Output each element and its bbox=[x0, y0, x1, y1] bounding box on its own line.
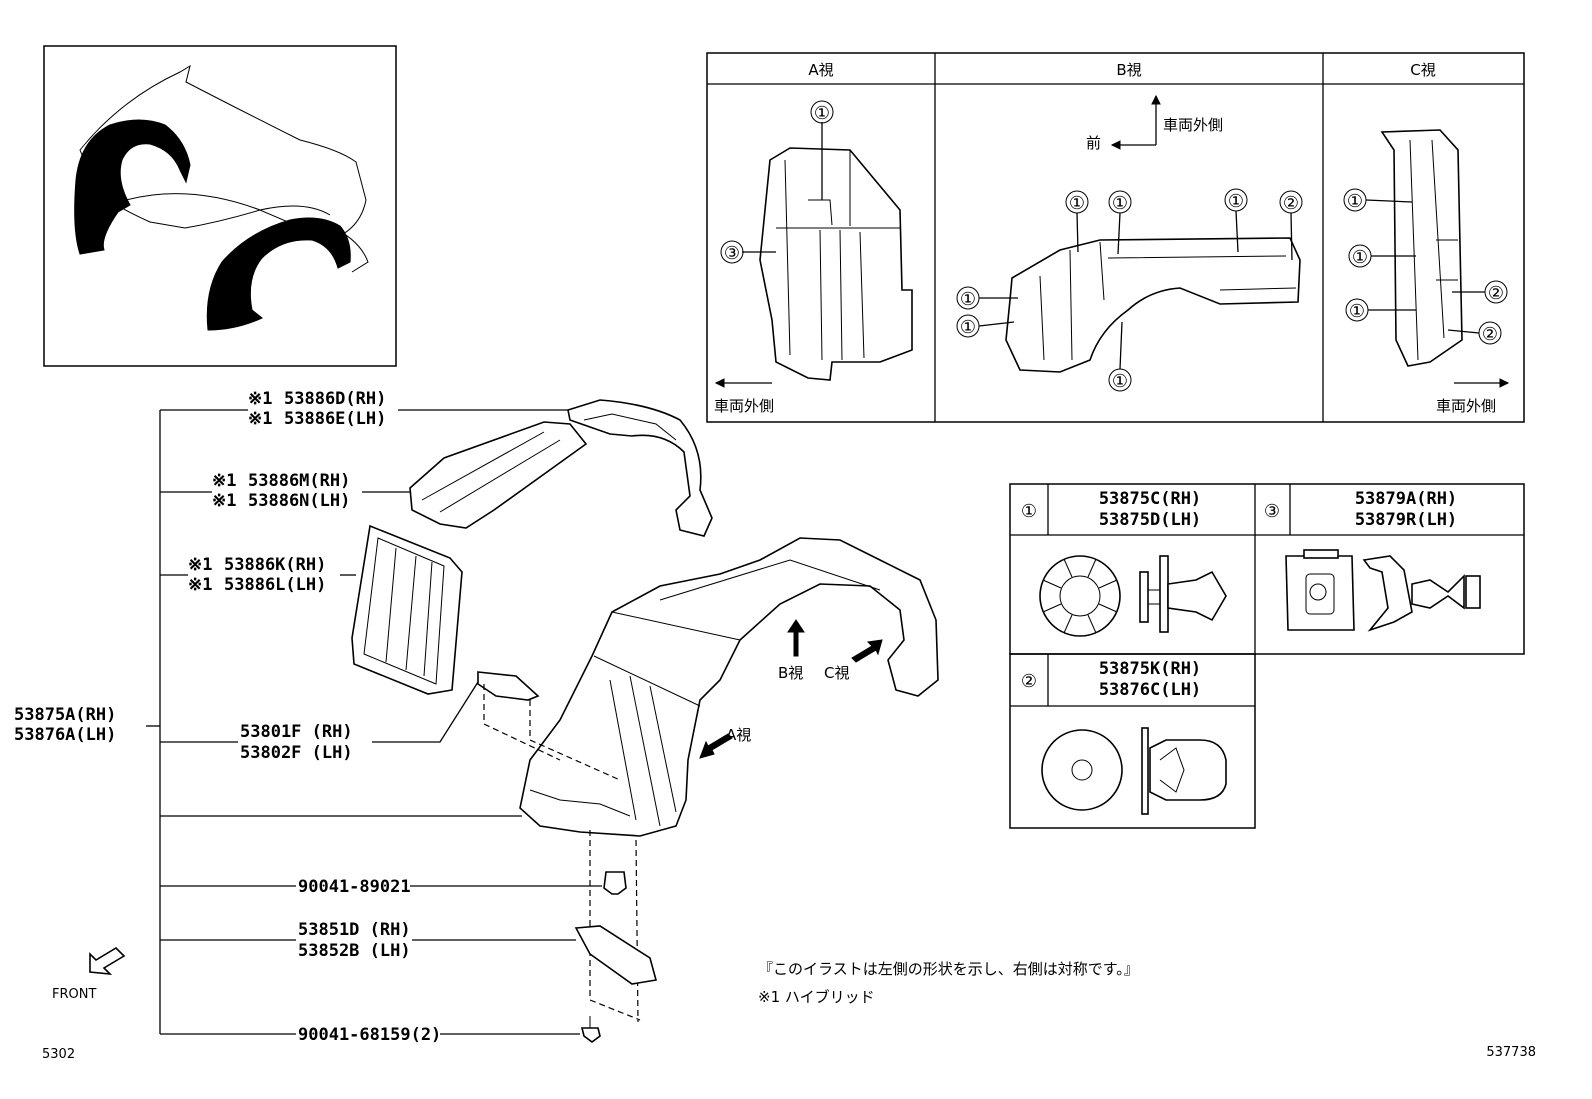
overview-thumbnail bbox=[43, 45, 397, 367]
front-arrow-icon bbox=[89, 946, 126, 976]
callout-90041-89021-text: 90041-89021 bbox=[298, 877, 411, 897]
view-a-drawing: ① ③ 車両外側 bbox=[714, 100, 913, 415]
view-c-mark-1b: ① bbox=[1352, 247, 1368, 268]
part-90041-89021-drawing bbox=[603, 871, 627, 895]
view-b-label: B視 bbox=[778, 664, 803, 682]
svg-text:①: ① bbox=[960, 317, 976, 338]
part-53886k-drawing bbox=[351, 524, 463, 695]
svg-text:①: ① bbox=[1112, 193, 1128, 214]
overview-frame bbox=[43, 45, 397, 367]
clip-3-drawing bbox=[1285, 549, 1481, 632]
view-a-arrow bbox=[699, 733, 733, 759]
clip-2-mark: ② bbox=[1021, 671, 1037, 692]
front-indicator: FRONT bbox=[52, 946, 126, 1002]
rear-liner-silhouette bbox=[206, 217, 351, 331]
callout-53886l-mark: ※1 bbox=[188, 575, 212, 595]
clip-1-mark: ① bbox=[1021, 501, 1037, 522]
clip-2-line-1: 53875K(RH) bbox=[1099, 659, 1201, 679]
view-b-header: B視 bbox=[1116, 61, 1141, 79]
clip-3-line-2: 53879R(LH) bbox=[1355, 510, 1457, 530]
callout-53886m-line-2: 53886N(LH) bbox=[248, 491, 350, 511]
view-a-outer-side: 車両外側 bbox=[714, 397, 774, 415]
part-90041-68159-drawing bbox=[580, 1027, 601, 1043]
view-c-label: C視 bbox=[824, 664, 849, 682]
page-code-right: 537738 bbox=[1486, 1045, 1536, 1060]
clip-1-line-2: 53875D(LH) bbox=[1099, 510, 1201, 530]
view-b-drawing: 車両外側 前 ① ① ① ② ① ① ① bbox=[956, 94, 1303, 392]
svg-text:①: ① bbox=[1228, 191, 1244, 212]
part-53886d-drawing bbox=[567, 399, 713, 537]
callout-53886k-line-2: 53886L(LH) bbox=[224, 575, 326, 595]
callout-53801f-line-1: 53801F (RH) bbox=[240, 722, 353, 742]
callout-53851d-line-2: 53852B (LH) bbox=[298, 941, 411, 961]
view-c-header: C視 bbox=[1410, 61, 1435, 79]
clip-3-line-1: 53879A(RH) bbox=[1355, 489, 1457, 509]
assembly-line-2: 53876A(LH) bbox=[14, 725, 116, 745]
callout-53886d-mark: ※1 bbox=[248, 389, 272, 409]
view-c-mark-2a: ② bbox=[1488, 283, 1504, 304]
overview-vehicle-drawing bbox=[74, 64, 369, 331]
page-code-left: 5302 bbox=[42, 1047, 75, 1062]
views-table: A視 B視 C視 ① ③ 車両外側 車両外側 bbox=[706, 52, 1525, 423]
callout-53886e-mark: ※1 bbox=[248, 409, 272, 429]
callout-53886n-mark: ※1 bbox=[212, 491, 236, 511]
part-53851d-drawing bbox=[574, 925, 658, 985]
view-a-label: A視 bbox=[726, 726, 751, 744]
view-a-mark-1: ① bbox=[814, 103, 830, 124]
view-b-arrow bbox=[787, 619, 805, 657]
callout-53886d-line-1: 53886D(RH) bbox=[284, 389, 386, 409]
clip-2-line-2: 53876C(LH) bbox=[1099, 680, 1201, 700]
callout-53886m-mark: ※1 bbox=[212, 471, 236, 491]
callout-53801f-line-2: 53802F (LH) bbox=[240, 743, 353, 763]
front-liner-silhouette bbox=[74, 119, 191, 255]
callout-53886k-line-1: 53886K(RH) bbox=[224, 555, 326, 575]
front-label: FRONT bbox=[52, 987, 96, 1002]
view-c-arrow bbox=[851, 639, 883, 663]
svg-text:①: ① bbox=[960, 289, 976, 310]
part-53801f-drawing bbox=[519, 537, 939, 837]
view-b-outer-side: 車両外側 bbox=[1163, 116, 1223, 134]
view-c-outer-side: 車両外側 bbox=[1436, 397, 1496, 415]
svg-text:①: ① bbox=[1069, 193, 1085, 214]
assembly-line-1: 53875A(RH) bbox=[14, 705, 116, 725]
clip-1-line-1: 53875C(RH) bbox=[1099, 489, 1201, 509]
svg-text:②: ② bbox=[1283, 193, 1299, 214]
view-b-marks: ① ① ① ② ① ① ① bbox=[956, 188, 1303, 392]
note-hybrid: ※1 ハイブリッド bbox=[758, 988, 875, 1006]
clip-2-drawing bbox=[1041, 727, 1227, 815]
view-a-header: A視 bbox=[808, 61, 833, 79]
svg-text:①: ① bbox=[1112, 371, 1128, 392]
view-c-mark-1c: ① bbox=[1349, 301, 1365, 322]
part-53886m-drawing bbox=[409, 421, 588, 529]
callout-53886m-line-1: 53886M(RH) bbox=[248, 471, 350, 491]
clip-1-drawing bbox=[1039, 555, 1227, 637]
view-c-drawing: ① ① ① ② ② 車両外側 bbox=[1343, 129, 1510, 415]
callout-tree: ※1 53886D(RH) ※1 53886E(LH) ※1 53886M(RH… bbox=[14, 389, 602, 1045]
callout-53851d-line-1: 53851D (RH) bbox=[298, 920, 411, 940]
clip-table: ① 53875C(RH) 53875D(LH) ③ 53879A(RH) 538… bbox=[1009, 483, 1525, 829]
view-b-front: 前 bbox=[1086, 134, 1101, 152]
view-c-mark-2b: ② bbox=[1482, 324, 1498, 345]
assembly-drawing: B視 C視 A視 bbox=[351, 399, 939, 1043]
view-a-mark-3: ③ bbox=[724, 243, 740, 264]
callout-53886k-mark: ※1 bbox=[188, 555, 212, 575]
view-c-mark-1a: ① bbox=[1347, 191, 1363, 212]
callout-90041-68159-text: 90041-68159(2) bbox=[298, 1025, 441, 1045]
clip-3-mark: ③ bbox=[1264, 501, 1280, 522]
note-symmetry: 『このイラストは左側の形状を示し、右側は対称です。』 bbox=[758, 960, 1139, 978]
callout-53886d-line-2: 53886E(LH) bbox=[284, 409, 386, 429]
